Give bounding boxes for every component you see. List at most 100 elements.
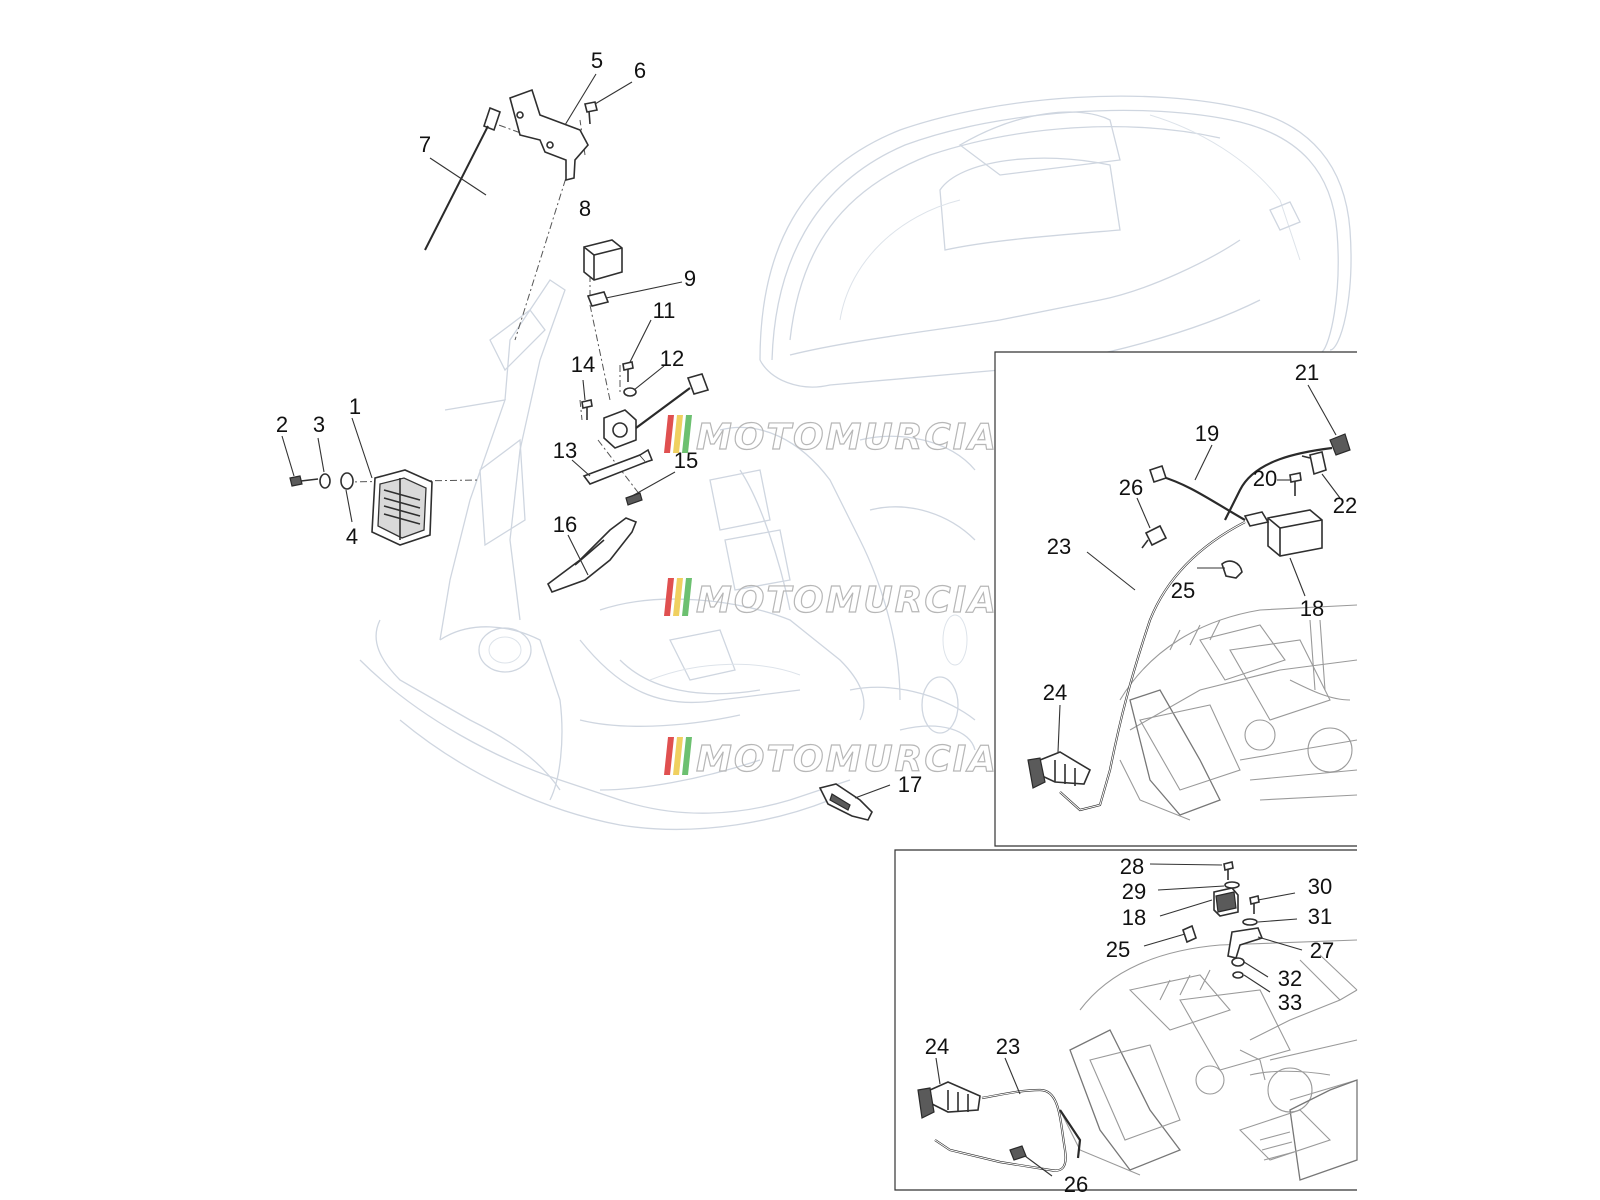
callout-25: 25	[1171, 578, 1195, 603]
callout-7: 7	[419, 132, 431, 157]
watermark-stripe-green	[682, 578, 692, 616]
inset-bottom: 28 29 18 25 30 31 27 32 33 24 23 26	[894, 849, 1358, 1197]
spark-plug-cap-part-24-bottom	[917, 1081, 981, 1119]
washer-part-29	[1224, 881, 1240, 889]
screw-part-11	[622, 361, 634, 382]
callout-24-bottom: 24	[925, 1034, 949, 1059]
wire-part-19	[1148, 464, 1246, 521]
callout-19: 19	[1195, 421, 1219, 446]
callout-5: 5	[591, 48, 603, 73]
inset-bottom-callouts: 28 29 18 25 30 31 27 32 33 24 23 26	[925, 854, 1334, 1197]
watermark-stripe-yellow	[673, 737, 683, 775]
callout-13: 13	[553, 438, 577, 463]
watermark-stripe-red	[664, 737, 674, 775]
washer-part-12	[623, 387, 637, 397]
watermark-stripe-red	[664, 578, 674, 616]
callout-6: 6	[634, 58, 646, 83]
washer-part-3	[319, 473, 331, 489]
engine-sketch-top	[1119, 604, 1358, 821]
callout-3: 3	[313, 412, 325, 437]
callout-2: 2	[276, 412, 288, 437]
sensor-assembly	[603, 373, 710, 449]
scooter-body-outline	[359, 95, 1352, 830]
washer-part-31	[1242, 918, 1258, 926]
callout-18-bottom: 18	[1122, 905, 1146, 930]
washer-part-4	[340, 472, 354, 490]
screw-part-20	[1289, 472, 1302, 496]
callout-18: 18	[1300, 596, 1324, 621]
callout-20: 20	[1253, 466, 1277, 491]
watermark-stripes	[664, 415, 692, 453]
callout-9: 9	[684, 266, 696, 291]
callout-23: 23	[1047, 534, 1071, 559]
watermark-text: MOTOMURCIA	[696, 417, 998, 458]
callout-8: 8	[579, 196, 591, 221]
bracket-part-13	[582, 448, 654, 485]
screw-part-14	[581, 399, 593, 420]
callout-22: 22	[1333, 493, 1357, 518]
watermark-stripe-red	[664, 415, 674, 453]
watermark-text: MOTOMURCIA	[696, 580, 998, 621]
voltage-regulator-part-1	[371, 469, 433, 546]
screw-part-28	[1223, 861, 1234, 880]
watermark-3: MOTOMURCIA	[664, 737, 998, 781]
callout-32: 32	[1278, 966, 1302, 991]
cable-tie-part-7	[424, 106, 501, 251]
rubber-part-9	[586, 291, 610, 307]
bracket-part-27	[1227, 927, 1264, 959]
spark-plug-cap-part-24	[1027, 751, 1092, 789]
callout-23-bottom: 23	[996, 1034, 1020, 1059]
watermark-stripes	[664, 578, 692, 616]
screw-part-6	[584, 101, 598, 125]
leader-lines-main	[281, 73, 891, 799]
callout-21: 21	[1295, 360, 1319, 385]
callout-4: 4	[346, 524, 358, 549]
callout-29: 29	[1122, 879, 1146, 904]
callout-25-bottom: 25	[1106, 937, 1130, 962]
callout-16: 16	[553, 512, 577, 537]
callout-26: 26	[1119, 475, 1143, 500]
cap-part-22	[1301, 451, 1327, 476]
watermark-stripe-green	[682, 415, 692, 453]
coil-part-18-bottom	[1213, 887, 1239, 917]
ht-lead-part-23	[1059, 521, 1246, 812]
callout-11: 11	[653, 298, 676, 323]
grommet-part-25	[1221, 560, 1243, 579]
callout-1: 1	[349, 394, 361, 419]
screw-part-30	[1249, 895, 1260, 914]
watermark-stripe-yellow	[673, 415, 683, 453]
bolt-part-2	[289, 475, 319, 487]
ht-lead-part-23-bottom	[934, 1088, 1082, 1172]
grommet-part-25-bottom	[1182, 924, 1197, 944]
clip-part-26-bottom	[1009, 1145, 1027, 1161]
relay-part-8	[583, 239, 623, 281]
watermark-text: MOTOMURCIA	[696, 739, 998, 780]
spacer-part-32	[1231, 957, 1245, 967]
nut-part-33	[1232, 971, 1244, 979]
watermark-stripe-green	[682, 737, 692, 775]
cover-part-17	[818, 783, 873, 821]
clip-part-26	[1141, 524, 1168, 549]
engine-sketch-bottom	[1059, 939, 1358, 1181]
inset-top: 21 19 20 22 26 23 25 18 24	[994, 351, 1358, 847]
ignition-coil-part-18	[1243, 509, 1323, 557]
watermark-2: MOTOMURCIA	[664, 578, 998, 622]
callout-26-bottom: 26	[1064, 1172, 1088, 1197]
spark-plug-cap-part-21	[1224, 433, 1351, 521]
cover-part-16	[546, 517, 638, 593]
watermark-1: MOTOMURCIA	[664, 415, 998, 459]
callout-31: 31	[1308, 904, 1332, 929]
callout-17: 17	[898, 772, 922, 797]
callout-33: 33	[1278, 990, 1302, 1015]
callout-27: 27	[1310, 938, 1334, 963]
watermark-stripes	[664, 737, 692, 775]
bracket-part-5	[509, 88, 589, 182]
callout-30: 30	[1308, 874, 1332, 899]
callout-12: 12	[660, 346, 684, 371]
callout-14: 14	[571, 352, 595, 377]
callout-24: 24	[1043, 680, 1067, 705]
callout-28: 28	[1120, 854, 1144, 879]
watermark-stripe-yellow	[673, 578, 683, 616]
inset-top-callouts: 21 19 20 22 26 23 25 18 24	[1043, 360, 1357, 705]
